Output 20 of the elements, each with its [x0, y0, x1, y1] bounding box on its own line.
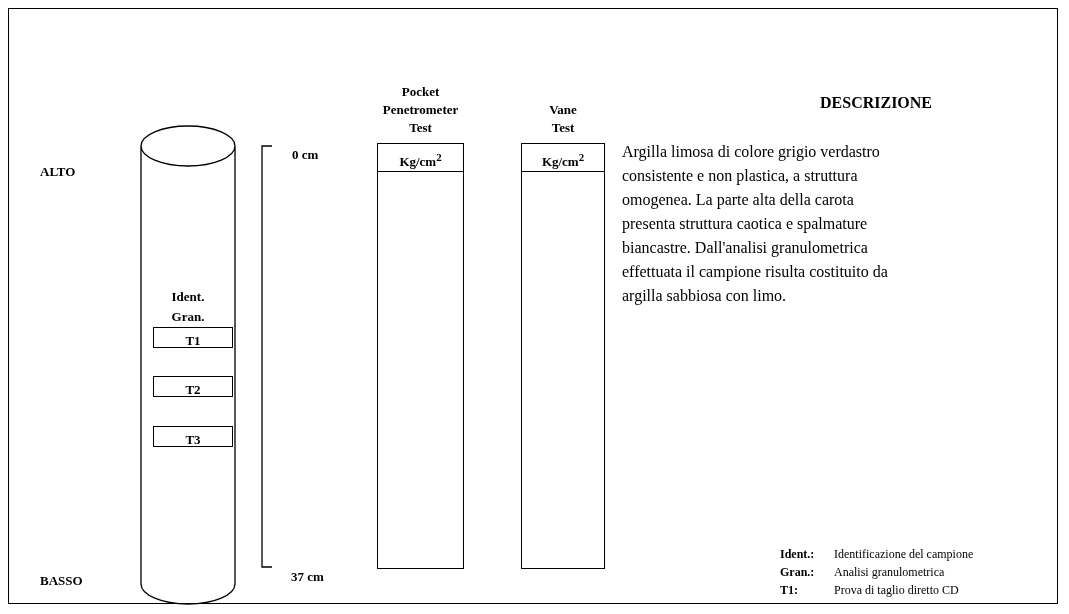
- top-marker: ALTO: [40, 163, 76, 180]
- section-heading: DESCRIZIONE: [820, 93, 933, 113]
- abbreviation-definition: Prova di taglio diretto CD: [834, 582, 959, 598]
- unit-header-cell: Kg/cm$^{2}$: [522, 144, 604, 172]
- depth-label: 0 cm: [292, 146, 319, 163]
- test-sample-box: T1: [153, 327, 233, 348]
- column-heading: Vane Test: [548, 101, 578, 137]
- abbreviation-term: Gran.:: [780, 564, 815, 580]
- bottom-marker: BASSO: [40, 572, 83, 589]
- test-sample-box: T2: [153, 376, 233, 397]
- test-sample-box: T3: [153, 426, 233, 447]
- abbreviation-definition: Analisi granulometrica: [834, 564, 945, 580]
- abbreviation-term: Ident.:: [780, 546, 815, 562]
- abbreviation-term: T1:: [780, 582, 798, 598]
- column-heading: Pocket Penetrometer Test: [381, 83, 460, 137]
- unit-header-cell: Kg/cm$^{2}$: [378, 144, 463, 172]
- sample-tag-text: Ident. Gran.: [170, 288, 206, 326]
- abbreviation-definition: Identificazione del campione: [834, 546, 974, 562]
- depth-label: 37 cm: [291, 568, 324, 585]
- description-paragraph: Argilla limosa di colore grigio verdastro consistente e non plastica, a struttura omogenea. La parte alta della carota presenta struttura caotica e spalmature biancastre. Dall'analisi granulometrica effettuata il campione risulta costituito da argilla sabbiosa con limo.: [622, 142, 889, 307]
